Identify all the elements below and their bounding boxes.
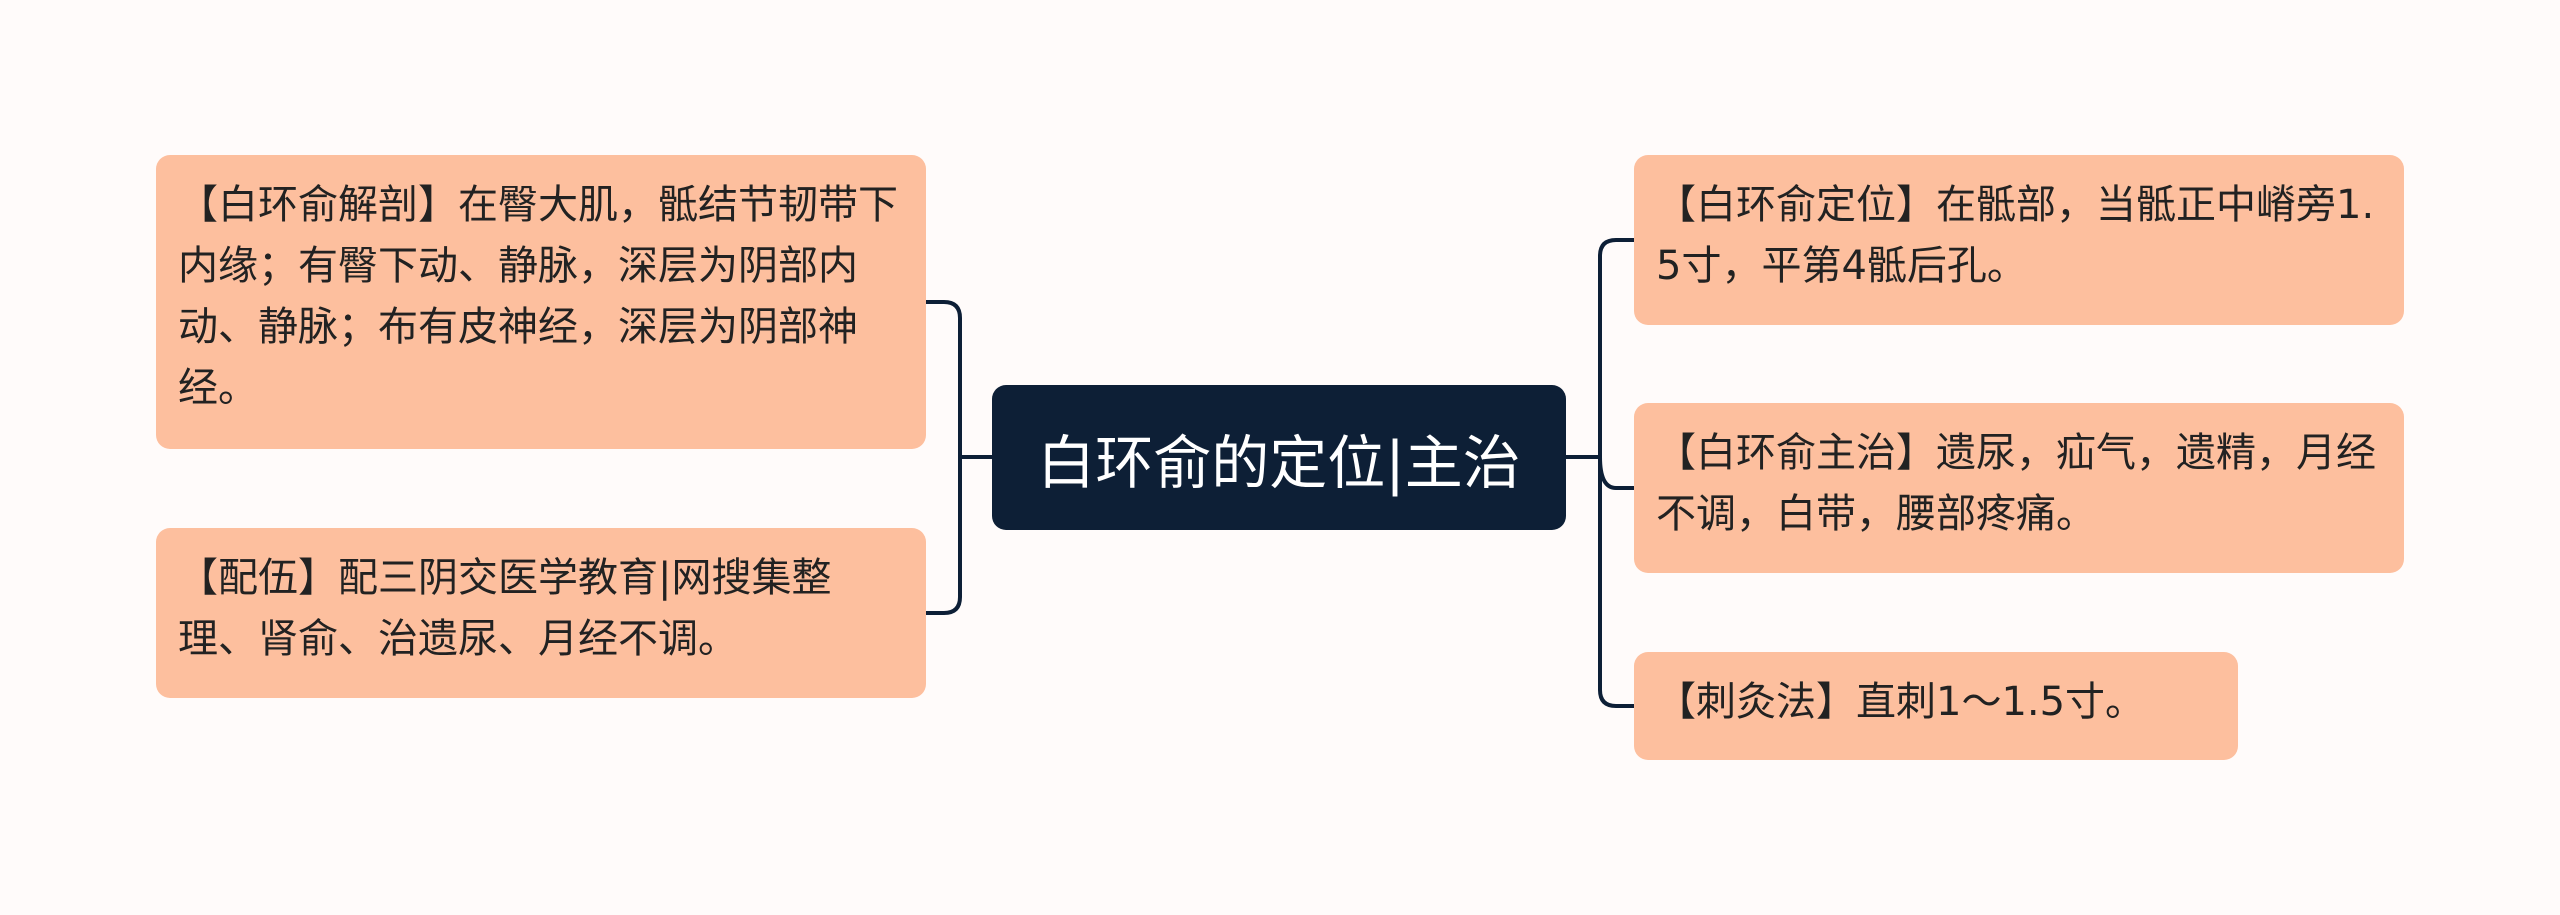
branch-node-anatomy[interactable]: 【白环俞解剖】在臀大肌，骶结节韧带下内缘；有臀下动、静脉，深层为阴部内动、静脉；… (156, 155, 926, 449)
connector-left-bracket (924, 300, 962, 615)
branch-node-indications[interactable]: 【白环俞主治】遗尿，疝气，遗精，月经不调，白带，腰部疼痛。 (1634, 403, 2404, 573)
branch-node-text: 【配伍】配三阴交医学教育|网搜集整理、肾俞、治遗尿、月经不调。 (178, 555, 832, 662)
branch-node-acupuncture-method[interactable]: 【刺灸法】直刺1～1.5寸。 (1634, 652, 2238, 760)
connector-right-bracket (1598, 238, 1636, 708)
branch-node-location[interactable]: 【白环俞定位】在骶部，当骶正中嵴旁1.5寸，平第4骶后孔。 (1634, 155, 2404, 325)
branch-node-text: 【白环俞主治】遗尿，疝气，遗精，月经不调，白带，腰部疼痛。 (1656, 430, 2376, 537)
central-topic-label: 白环俞的定位|主治 (1037, 428, 1521, 497)
branch-node-text: 【白环俞解剖】在臀大肌，骶结节韧带下内缘；有臀下动、静脉，深层为阴部内动、静脉；… (178, 182, 898, 411)
branch-node-text: 【白环俞定位】在骶部，当骶正中嵴旁1.5寸，平第4骶后孔。 (1656, 182, 2375, 289)
central-topic[interactable]: 白环俞的定位|主治 (992, 385, 1566, 530)
branch-node-compatibility[interactable]: 【配伍】配三阴交医学教育|网搜集整理、肾俞、治遗尿、月经不调。 (156, 528, 926, 698)
branch-node-text: 【刺灸法】直刺1～1.5寸。 (1656, 679, 2146, 725)
connector-right-middle-branch (1598, 455, 1636, 490)
